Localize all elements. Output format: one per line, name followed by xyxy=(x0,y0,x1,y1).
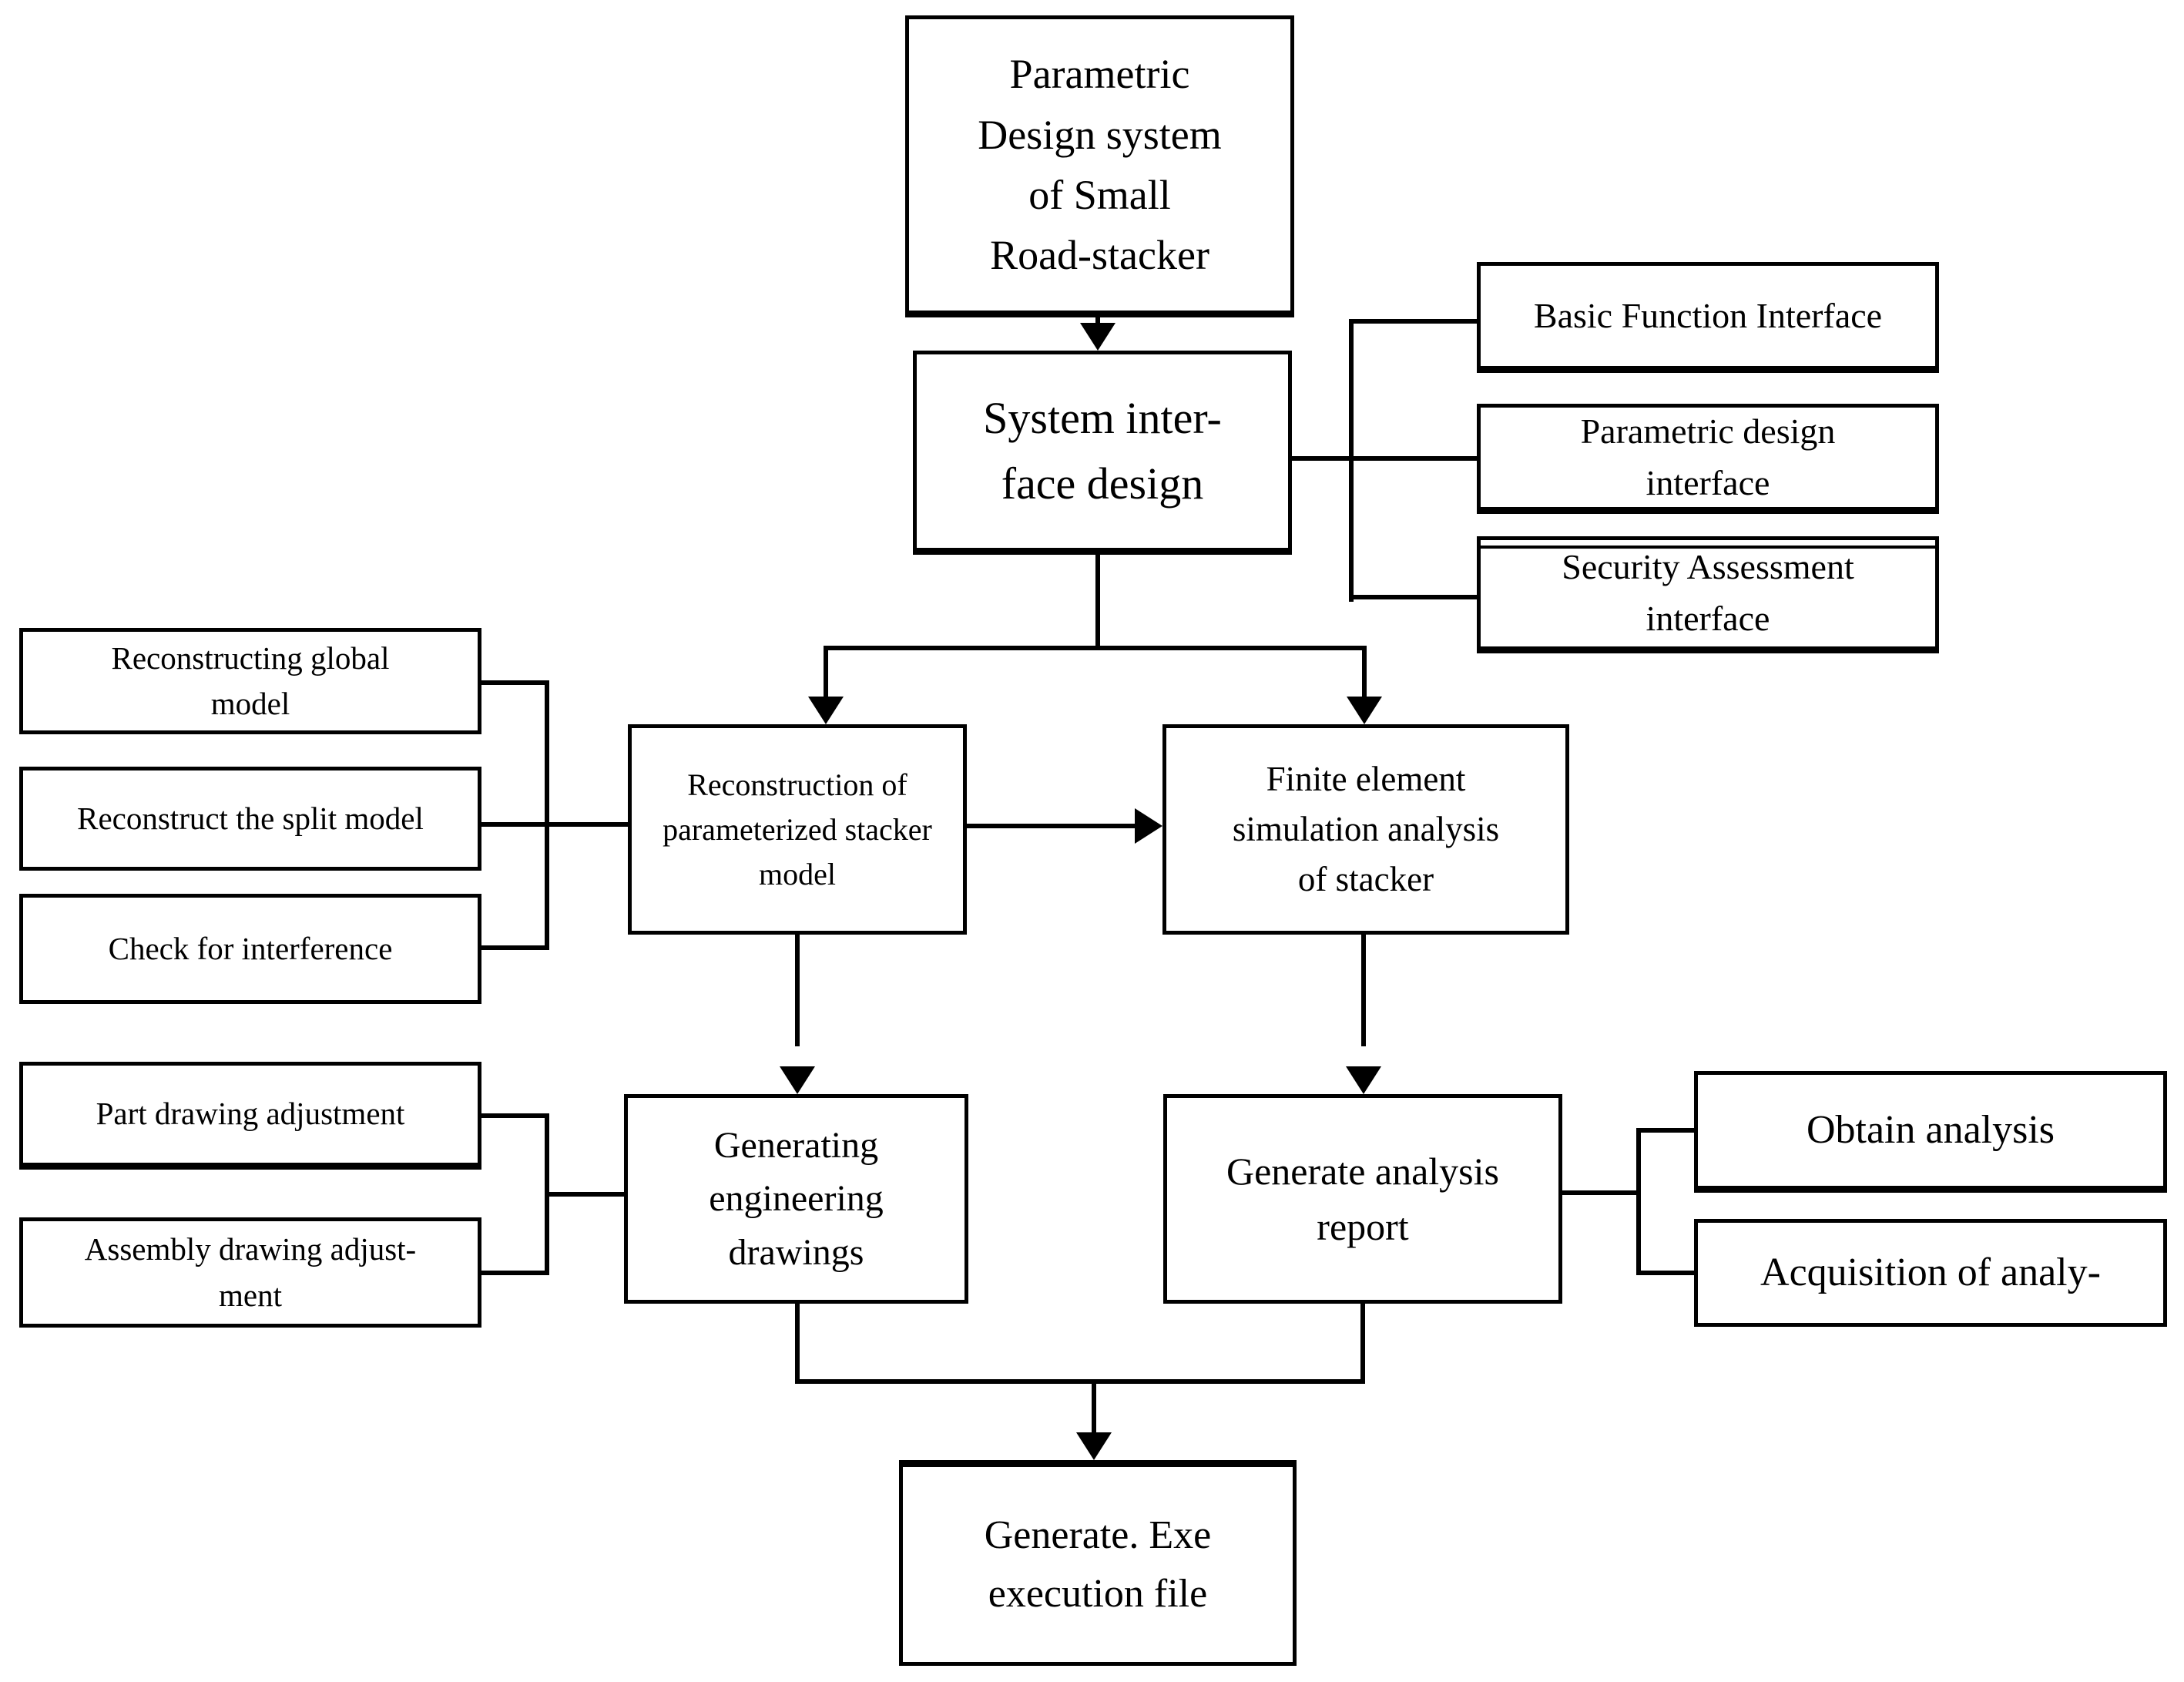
connector-branch-acquisition-analysis xyxy=(1641,1271,1694,1275)
node-basic-function-interface: Basic Function Interface xyxy=(1477,262,1939,373)
connector-split-left-line xyxy=(824,650,828,698)
node-check-for-interference-label: Check for interference xyxy=(108,930,393,966)
connector-reconstructing-global-stub xyxy=(481,680,549,685)
connector-merge-horizontal xyxy=(795,1379,1365,1384)
node-generate-analysis-report: Generate analysis report xyxy=(1163,1094,1562,1304)
node-reconstructing-global-model: Reconstructing global model xyxy=(19,628,481,734)
connector-system-right-stub xyxy=(1292,456,1354,461)
node-reconstruct-split-model: Reconstruct the split model xyxy=(19,767,481,871)
node-assembly-drawing-adjustment: Assembly drawing adjust- ment xyxy=(19,1217,481,1328)
connector-merge-down-line xyxy=(1092,1384,1096,1435)
node-system-interface-design-label: System inter- face design xyxy=(983,393,1222,509)
arrowhead-top-to-system xyxy=(1080,323,1115,351)
connector-branch-parametric-interface xyxy=(1354,456,1477,461)
arrowhead-into-finite-element xyxy=(1347,697,1382,724)
connector-branch-obtain-analysis xyxy=(1641,1128,1694,1133)
node-obtain-analysis-label: Obtain analysis xyxy=(1806,1108,2055,1153)
node-system-interface-design: System inter- face design xyxy=(913,351,1292,555)
node-security-assessment-interface-label: Security Assessment interface xyxy=(1562,547,1854,638)
connector-report-right-stub xyxy=(1562,1190,1641,1195)
connector-finite-down-line xyxy=(1361,935,1366,1046)
node-acquisition-of-analysis: Acquisition of analy- xyxy=(1694,1219,2167,1327)
node-parametric-design-system-label: Parametric Design system of Small Road-s… xyxy=(978,51,1222,279)
connector-assembly-drawing-stub xyxy=(481,1271,549,1275)
connector-report-down-line xyxy=(1360,1304,1365,1384)
connector-left-bracket-to-reconstruction xyxy=(549,822,628,827)
connector-generating-down-line xyxy=(795,1304,800,1384)
connector-reconstruction-down-line xyxy=(795,935,800,1046)
connector-split-horizontal xyxy=(824,646,1367,650)
connector-reconstruct-split-stub xyxy=(481,822,549,827)
node-parametric-design-system: Parametric Design system of Small Road-s… xyxy=(905,15,1294,317)
node-reconstruct-split-model-label: Reconstruct the split model xyxy=(77,800,424,836)
arrowhead-into-generating-drawings xyxy=(780,1066,815,1094)
node-basic-function-interface-label: Basic Function Interface xyxy=(1533,295,1883,335)
connector-system-down-line xyxy=(1095,555,1100,650)
node-security-assessment-interface: Security Assessment interface xyxy=(1477,536,1939,653)
arrowhead-into-exe-file xyxy=(1076,1432,1112,1460)
node-obtain-analysis: Obtain analysis xyxy=(1694,1071,2167,1193)
node-generate-analysis-report-label: Generate analysis report xyxy=(1226,1149,1499,1249)
node-assembly-drawing-adjustment-label: Assembly drawing adjust- ment xyxy=(84,1231,417,1313)
connector-part-drawing-stub xyxy=(481,1113,549,1118)
connector-right-bracket2-vertical xyxy=(1636,1128,1641,1275)
node-reconstruction-parameterized-stacker-label: Reconstruction of parameterized stacker … xyxy=(663,767,932,891)
connector-lower-left-bracket-to-generating xyxy=(549,1192,624,1197)
node-part-drawing-adjustment: Part drawing adjustment xyxy=(19,1062,481,1170)
connector-lower-left-bracket-vertical xyxy=(545,1113,549,1275)
connector-check-interference-stub xyxy=(481,945,549,950)
node-generate-exe-file: Generate. Exe execution file xyxy=(899,1460,1297,1666)
connector-branch-basic-interface xyxy=(1351,319,1477,324)
node-check-for-interference: Check for interference xyxy=(19,894,481,1004)
node-acquisition-of-analysis-label: Acquisition of analy- xyxy=(1760,1251,2101,1295)
node-parametric-design-interface-label: Parametric design interface xyxy=(1580,411,1836,502)
node-generating-engineering-drawings: Generating engineering drawings xyxy=(624,1094,968,1304)
node-reconstructing-global-model-label: Reconstructing global model xyxy=(111,640,390,721)
node-part-drawing-adjustment-label: Part drawing adjustment xyxy=(96,1096,405,1132)
node-finite-element-simulation-label: Finite element simulation analysis of st… xyxy=(1232,759,1500,899)
node-generating-engineering-drawings-label: Generating engineering drawings xyxy=(709,1124,884,1273)
connector-reconstruction-to-finite-line xyxy=(967,824,1135,828)
node-generate-exe-file-label: Generate. Exe execution file xyxy=(984,1513,1212,1616)
node-finite-element-simulation: Finite element simulation analysis of st… xyxy=(1162,724,1569,935)
connector-right-bracket-vertical xyxy=(1349,319,1354,602)
connector-split-right-line xyxy=(1362,650,1367,698)
arrowhead-reconstruction-to-finite xyxy=(1135,808,1162,844)
node-reconstruction-parameterized-stacker: Reconstruction of parameterized stacker … xyxy=(628,724,967,935)
connector-branch-security-interface xyxy=(1351,595,1477,599)
connector-left-bracket-vertical xyxy=(545,680,549,950)
arrowhead-into-reconstruction xyxy=(808,697,844,724)
arrowhead-into-analysis-report xyxy=(1346,1066,1381,1094)
node-parametric-design-interface: Parametric design interface xyxy=(1477,404,1939,514)
